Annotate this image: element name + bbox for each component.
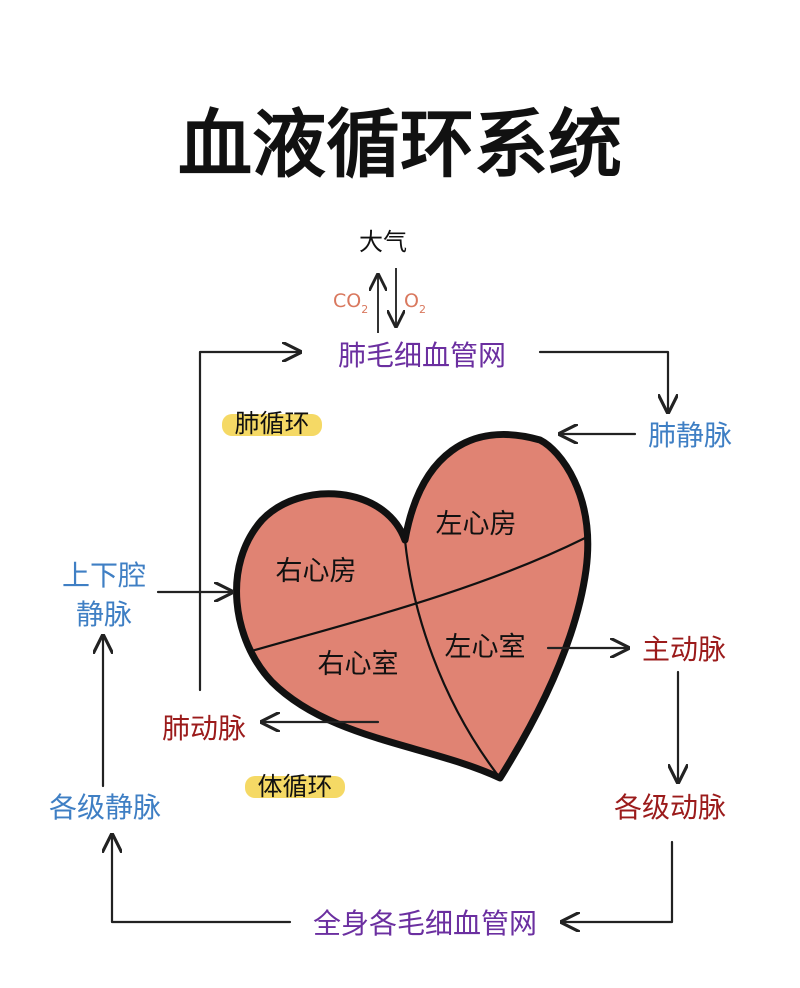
- arrow-arteries-to-body-capillaries: [562, 840, 674, 922]
- arrow-capillaries-to-pulmonary-veins: [538, 350, 668, 412]
- flow-arrows: [103, 352, 678, 922]
- heart-valve-line: [247, 537, 586, 654]
- left-ventricle-label: 左心室: [445, 632, 526, 663]
- pulmonary-veins-label: 肺静脉: [648, 419, 732, 452]
- pulmonary-circulation-highlight: [222, 414, 322, 436]
- co2-label: CO2: [333, 290, 368, 316]
- heart-septum-line: [403, 539, 501, 779]
- left-atrium-label: 左心房: [436, 509, 517, 540]
- arrow-body-capillaries-to-veins: [112, 835, 292, 924]
- veins-label: 各级静脉: [49, 791, 161, 824]
- pulmonary-capillaries-label: 肺毛细血管网: [338, 339, 506, 372]
- gas-exchange-arrows: [378, 268, 396, 333]
- aorta-label: 主动脉: [642, 633, 726, 666]
- venae-cavae-label-line2: 静脉: [76, 598, 132, 631]
- systemic-circulation-label: 体循环: [257, 772, 332, 801]
- systemic-circulation-highlight: [245, 776, 345, 798]
- venae-cavae-label-line1: 上下腔: [62, 559, 146, 592]
- right-atrium-label: 右心房: [276, 556, 357, 587]
- right-ventricle-label: 右心室: [318, 649, 399, 680]
- atmosphere-label: 大气: [359, 228, 407, 256]
- arrow-pulmonary-artery-to-capillaries: [198, 352, 300, 692]
- body-capillaries-label: 全身各毛细血管网: [313, 907, 537, 940]
- arteries-label: 各级动脉: [614, 791, 726, 824]
- pulmonary-artery-label: 肺动脉: [162, 712, 246, 745]
- o2-label: O2: [404, 290, 426, 316]
- page-title: 血液循环系统: [178, 102, 622, 188]
- pulmonary-circulation-label: 肺循环: [234, 409, 309, 438]
- heart-shape: [233, 431, 592, 782]
